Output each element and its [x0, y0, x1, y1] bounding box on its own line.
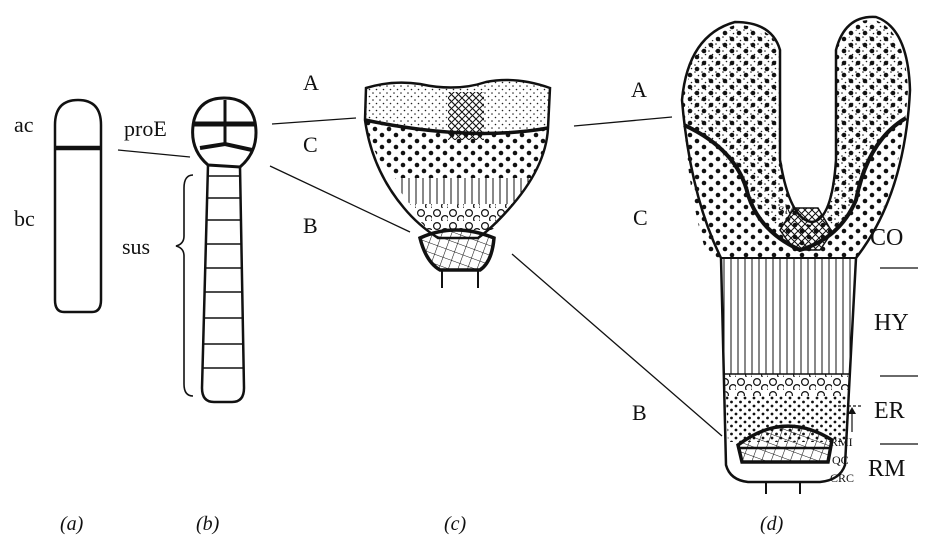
- region-label-b-d: B: [632, 400, 647, 425]
- suspensor-label: sus: [122, 234, 150, 259]
- leader-line-c-d-bottom: [512, 254, 722, 436]
- region-label-c-d: C: [633, 205, 648, 230]
- caption-a: (a): [60, 513, 84, 535]
- proembryo-label: proE: [124, 116, 167, 141]
- qc-label: QC: [832, 453, 849, 467]
- leader-line-b-c-bottom: [270, 166, 410, 232]
- rmi-label: RMI: [830, 435, 853, 449]
- basal-cell-label: bc: [14, 206, 35, 231]
- panel-d: SM A C B CO HY ER RM RMI: [631, 17, 918, 535]
- hypocotyl-zone-label: HY: [874, 310, 909, 336]
- root-meristem-zone-label: RM: [868, 456, 905, 482]
- torpedo-suspensor-stub: [766, 482, 800, 494]
- leader-line-a-b: [118, 150, 190, 157]
- cotyledon-zone-label: CO: [870, 225, 903, 251]
- torpedo-root-circles: [724, 374, 850, 396]
- region-label-a-c: A: [303, 70, 319, 95]
- leader-line-c-d-top: [574, 117, 672, 126]
- caption-b: (b): [196, 513, 220, 535]
- region-label-b-c: B: [303, 213, 318, 238]
- caption-c: (c): [444, 513, 467, 535]
- heart-root-meristem: [420, 230, 494, 270]
- apical-cell-label: ac: [14, 112, 34, 137]
- crc-label: CRC: [830, 471, 854, 485]
- panel-c: A C B (c): [303, 70, 722, 535]
- torpedo-hypocotyl: [721, 258, 854, 374]
- proembryo-basal-wall: [200, 144, 252, 150]
- caption-d: (d): [760, 513, 784, 535]
- suspensor-brace: [176, 175, 193, 396]
- suspensor-outline: [202, 165, 244, 402]
- suspensor-cell-walls: [203, 176, 244, 368]
- region-label-c-c: C: [303, 132, 318, 157]
- panel-b: proE sus (b): [122, 98, 410, 535]
- panel-a: ac bc (a): [14, 100, 190, 535]
- leader-line-b-c-top: [272, 118, 356, 124]
- region-label-a-d: A: [631, 77, 647, 102]
- two-cell-embryo-outline: [55, 100, 101, 312]
- heart-hypocotyl-region: [395, 178, 532, 204]
- embryonic-root-zone-label: ER: [874, 398, 905, 424]
- heart-root-region: [410, 204, 512, 230]
- heart-suspensor-stub: [442, 270, 478, 288]
